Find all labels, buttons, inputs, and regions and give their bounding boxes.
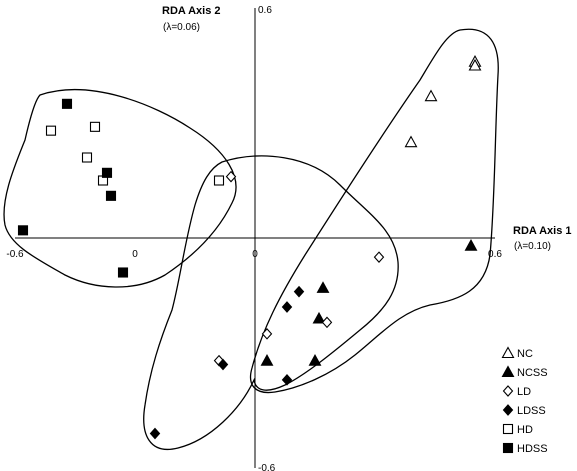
legend-marker-ld — [502, 385, 514, 397]
point-ncss — [316, 281, 330, 293]
legend-marker-ldss — [502, 404, 514, 416]
y-tick-label: 0.6 — [258, 5, 272, 16]
legend-label-nc: NC — [517, 348, 533, 360]
point-hdss — [117, 267, 129, 278]
point-ld — [261, 328, 273, 340]
outline-ld-group — [143, 155, 399, 450]
point-ldss — [281, 301, 293, 313]
point-hd — [89, 121, 101, 132]
legend: NC NCSS LD LDSS HD HDSS — [501, 346, 548, 455]
point-ncss — [464, 239, 478, 251]
legend-label-ld: LD — [517, 386, 531, 398]
point-ldss — [293, 285, 305, 298]
data-points — [17, 55, 482, 440]
axes — [15, 8, 495, 468]
legend-label-hd: HD — [517, 424, 533, 436]
point-hd — [45, 125, 57, 136]
legend-label-ncss: NCSS — [517, 367, 548, 379]
x-axis-note: (λ=0.10) — [514, 241, 551, 252]
point-hdss — [105, 190, 117, 201]
axis-titles: RDA Axis 2 (λ=0.06) RDA Axis 1 (λ=0.10) — [162, 5, 571, 252]
point-hdss — [17, 225, 29, 236]
point-ld — [321, 316, 333, 329]
legend-marker-ncss — [501, 365, 515, 378]
point-nc — [424, 89, 438, 102]
point-hdss — [61, 98, 73, 109]
point-nc — [468, 58, 482, 71]
point-hdss — [101, 167, 113, 178]
point-ncss — [260, 354, 274, 366]
outline-nc-group — [250, 28, 499, 394]
tick-labels: -0.6 0 0 0.6 0.6 -0.6 — [6, 5, 502, 471]
group-outlines — [3, 28, 499, 450]
x-axis-title: RDA Axis 1 — [513, 225, 571, 237]
x-tick-label: -0.6 — [6, 249, 24, 260]
point-ld — [373, 251, 385, 263]
point-ncss — [312, 311, 326, 324]
point-ncss — [308, 354, 322, 366]
point-hd — [81, 152, 93, 163]
legend-label-ldss: LDSS — [517, 405, 546, 417]
y-axis-title: RDA Axis 2 — [162, 5, 220, 17]
point-ld — [225, 170, 237, 183]
legend-marker-hdss — [502, 442, 514, 454]
y-tick-label: -0.6 — [258, 463, 276, 471]
point-ldss — [149, 427, 161, 440]
y-axis-note: (λ=0.06) — [163, 22, 200, 33]
point-hd — [213, 175, 225, 186]
legend-marker-nc — [501, 346, 515, 359]
legend-marker-hd — [502, 423, 514, 435]
x-tick-label: 0 — [132, 249, 138, 260]
x-tick-label: 0.6 — [488, 249, 502, 260]
outline-hd-group — [3, 89, 237, 288]
point-ldss — [217, 358, 229, 371]
legend-label-hdss: HDSS — [517, 443, 548, 455]
x-tick-label: 0 — [252, 249, 258, 260]
point-ldss — [281, 374, 293, 386]
point-nc — [404, 135, 418, 148]
